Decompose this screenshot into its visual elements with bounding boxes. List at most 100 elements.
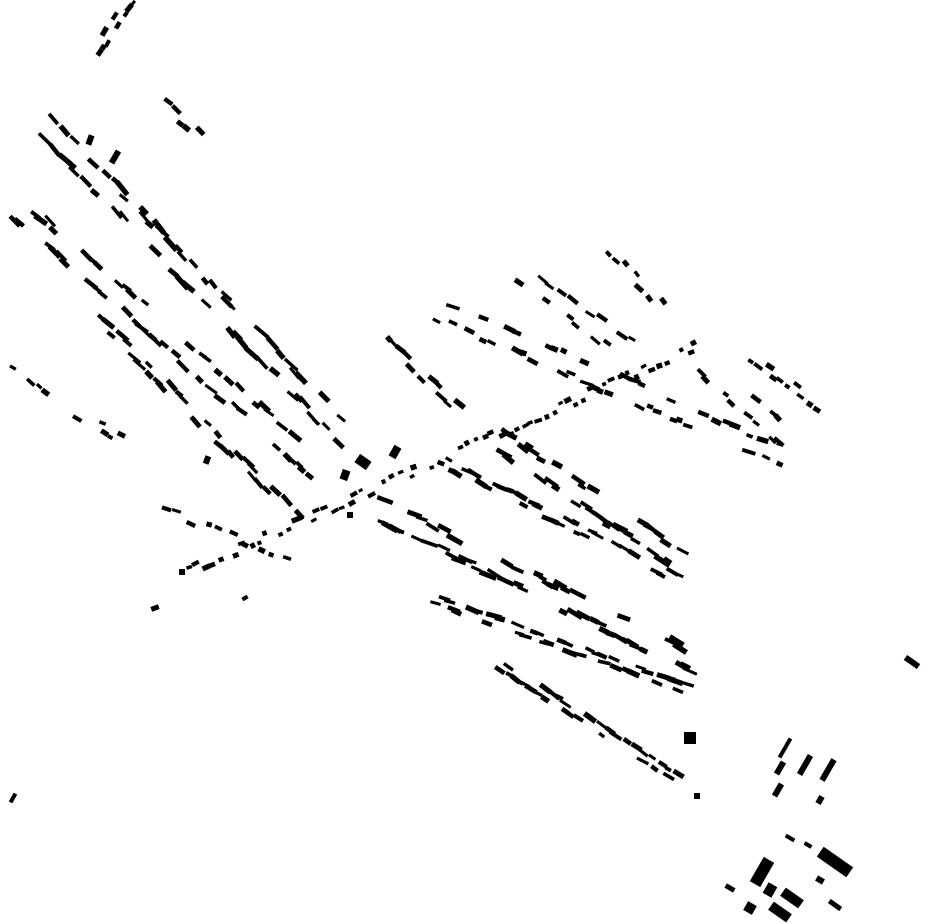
building	[65, 159, 78, 170]
building	[629, 536, 641, 546]
building	[618, 543, 631, 553]
building	[397, 469, 404, 475]
building	[496, 483, 509, 493]
building	[550, 483, 561, 493]
building	[416, 374, 426, 385]
building	[110, 205, 123, 220]
building	[436, 459, 446, 467]
building	[48, 225, 59, 236]
building	[728, 421, 742, 431]
building	[296, 464, 307, 475]
building	[185, 520, 197, 528]
building	[516, 585, 529, 594]
building	[608, 654, 620, 663]
building	[144, 219, 155, 230]
buildings-layer	[8, 0, 921, 923]
building	[568, 587, 587, 600]
building	[496, 575, 515, 587]
building	[163, 97, 174, 107]
building	[662, 771, 675, 782]
building	[106, 330, 116, 340]
building	[657, 760, 668, 769]
building	[664, 765, 672, 773]
building	[213, 367, 224, 378]
building	[339, 468, 351, 482]
building	[526, 356, 539, 367]
building	[672, 768, 685, 780]
building	[208, 278, 218, 290]
building	[682, 422, 693, 430]
building	[604, 250, 612, 258]
building	[118, 210, 130, 223]
building	[122, 337, 133, 348]
building	[233, 449, 245, 462]
building	[477, 314, 490, 322]
building	[286, 390, 300, 402]
building	[253, 476, 264, 490]
building	[486, 339, 497, 347]
building	[332, 436, 345, 450]
building	[347, 512, 353, 518]
building	[106, 434, 114, 441]
building	[541, 296, 552, 305]
building	[58, 256, 71, 269]
building	[257, 546, 266, 555]
building	[653, 529, 666, 540]
building	[220, 290, 233, 302]
building	[478, 569, 498, 581]
building	[749, 856, 775, 888]
building	[493, 665, 506, 676]
building	[815, 795, 825, 805]
building	[148, 244, 163, 258]
building	[380, 478, 387, 485]
building	[85, 134, 95, 146]
building	[98, 420, 107, 426]
building	[241, 594, 249, 602]
building	[589, 335, 601, 346]
building	[552, 409, 559, 416]
building	[118, 193, 129, 203]
building	[436, 523, 452, 534]
building	[533, 472, 548, 485]
building	[249, 542, 257, 550]
building	[768, 901, 792, 923]
building	[805, 400, 814, 409]
building	[903, 654, 921, 670]
building	[95, 47, 104, 57]
building	[603, 389, 614, 398]
building	[432, 317, 441, 325]
building	[812, 405, 822, 414]
building	[803, 841, 813, 849]
building	[241, 541, 250, 549]
building	[401, 349, 413, 361]
building	[652, 408, 663, 416]
building	[280, 493, 294, 508]
building	[415, 515, 429, 523]
building	[347, 499, 357, 507]
building	[679, 680, 695, 688]
building	[544, 343, 553, 351]
building	[503, 429, 518, 441]
building	[521, 422, 530, 429]
building	[251, 400, 261, 410]
building	[203, 419, 212, 427]
building	[183, 340, 196, 352]
building	[535, 455, 547, 465]
building	[557, 400, 564, 406]
building	[637, 381, 646, 389]
building	[741, 447, 756, 456]
building	[827, 898, 843, 912]
building	[605, 629, 616, 639]
building	[816, 846, 854, 878]
building	[533, 417, 543, 424]
building	[161, 505, 172, 513]
building	[502, 662, 514, 672]
building	[570, 473, 586, 487]
building	[110, 11, 119, 21]
building	[69, 134, 80, 146]
building	[722, 418, 732, 426]
building	[653, 553, 672, 568]
building	[283, 357, 299, 372]
building	[271, 442, 282, 452]
building	[234, 381, 246, 393]
